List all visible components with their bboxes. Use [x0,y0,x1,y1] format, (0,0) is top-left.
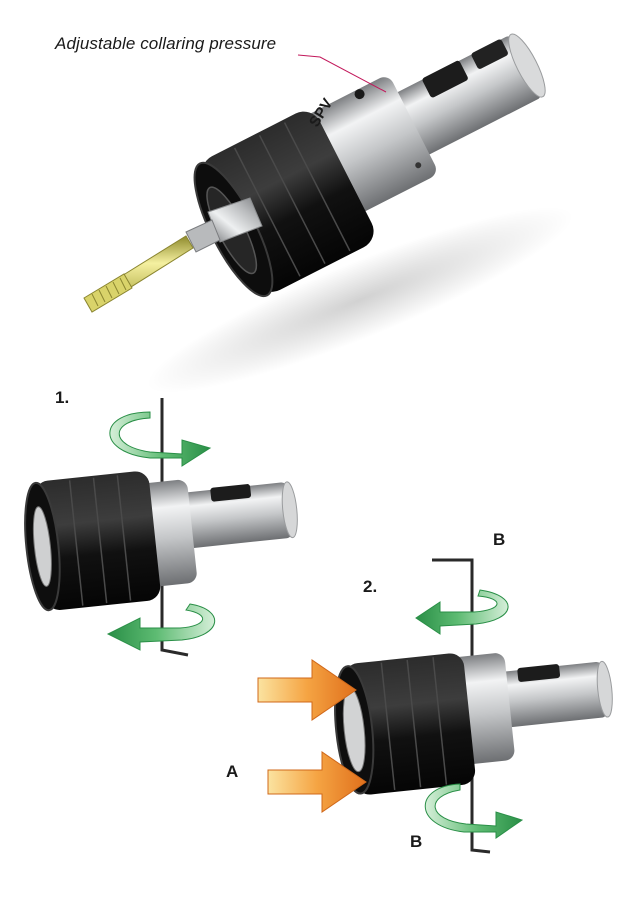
tap-tool [83,235,194,313]
step2-rotate-arrow-top [415,589,509,635]
step1-rotate-arrow-top [109,411,212,467]
step2-illustration [257,558,613,854]
tap-thread [83,273,133,313]
annotation-caption: Adjustable collaring pressure [55,34,277,53]
chuck-shadow [146,206,574,394]
step1-shank [178,481,298,549]
marker-b-bottom: B [410,832,423,851]
push-arrow-lower [267,751,367,813]
body-hole [415,162,422,169]
step1-illustration [24,398,298,657]
step1-rotate-arrow-bottom [106,603,216,651]
shank-flat [422,60,468,98]
shank-flat [471,39,508,69]
marker-b-top: B [493,530,506,549]
main-chuck-illustration: SPV [83,33,574,394]
chuck-nose [185,197,263,253]
push-arrow-upper [257,659,357,721]
step2-rotate-arrow-bottom [424,783,524,839]
annotation-leader-line [297,54,387,93]
step-number-2: 2. [363,577,378,596]
step-number-1: 1. [55,388,70,407]
marker-a: A [226,762,239,781]
step1-sleeve [24,471,161,612]
adjustment-screw-hole [354,89,365,100]
